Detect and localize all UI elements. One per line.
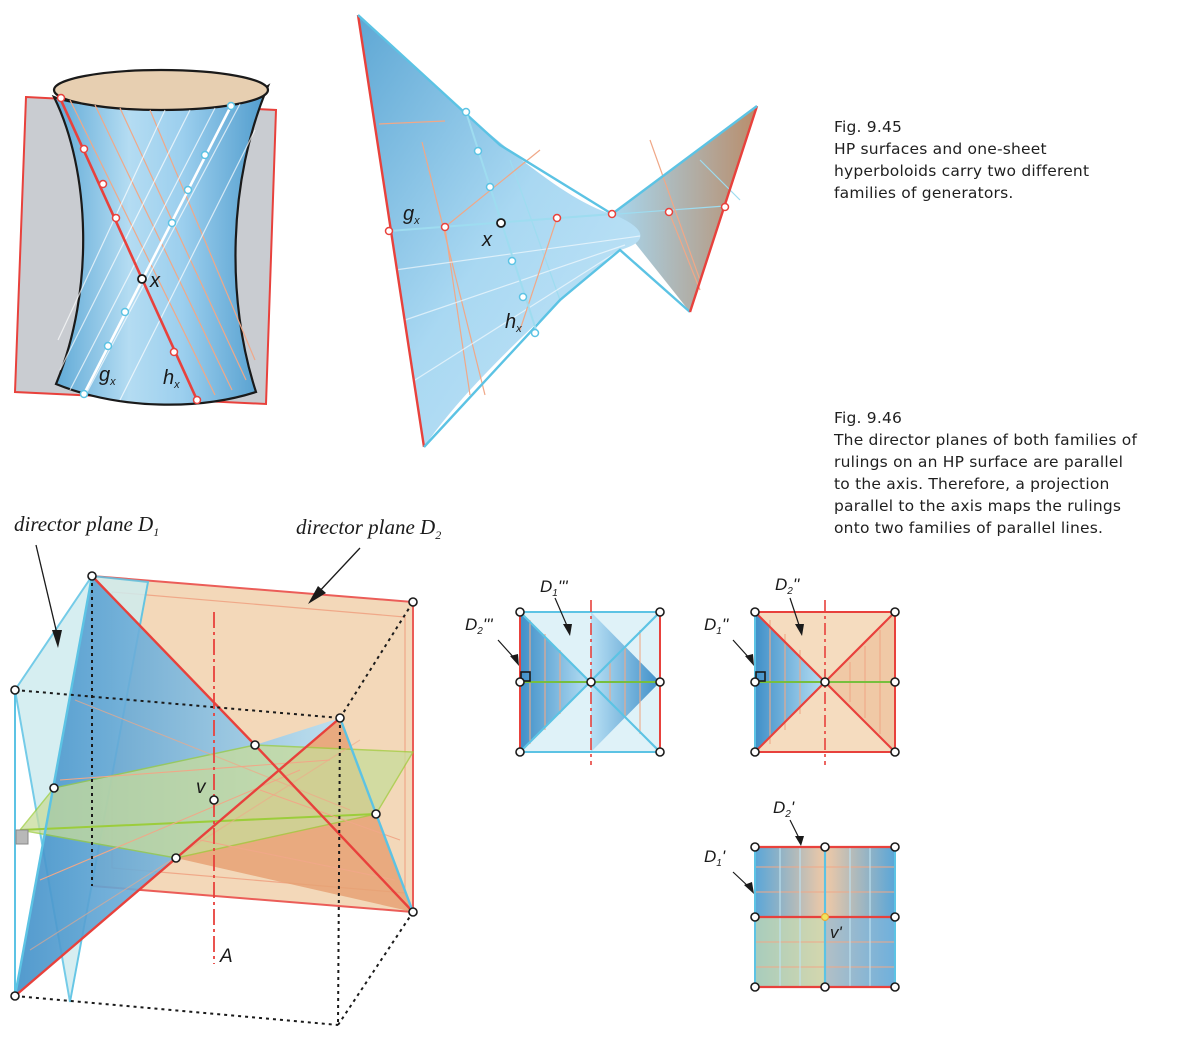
label-h-hyperboloid: hx bbox=[163, 367, 180, 391]
hp-surface-figure: x gx hx bbox=[356, 14, 759, 448]
caption-fig-9-45-line: families of generators. bbox=[834, 184, 1014, 202]
label-h-hp: hx bbox=[505, 311, 522, 335]
label-director-plane-d1: director plane D1 bbox=[14, 512, 159, 539]
cube-rulings bbox=[29, 699, 401, 951]
caption-fig-9-46: Fig. 9.46 The director planes of both fa… bbox=[834, 407, 1137, 539]
hyperboloid-top-rim bbox=[52, 68, 270, 112]
arrow-d2 bbox=[315, 547, 361, 596]
cube-frame bbox=[14, 576, 414, 1026]
label-v: v bbox=[196, 777, 207, 798]
director-planes-figure: v A director plane D1 director plane D2 bbox=[10, 512, 441, 1026]
hp-main-sheet bbox=[358, 15, 641, 447]
label-side-d1: D1''' bbox=[540, 577, 568, 599]
point-x-hp bbox=[496, 218, 506, 228]
label-top-d2: D2' bbox=[773, 798, 795, 820]
caption-fig-9-45-line: HP surfaces and one-sheet bbox=[834, 140, 1047, 158]
hp-edge-top-right bbox=[611, 105, 758, 215]
hp-edge-bottom bbox=[423, 248, 691, 448]
front-view: D2'' D1'' bbox=[704, 575, 900, 765]
label-director-plane-d2: director plane D2 bbox=[296, 515, 441, 542]
caption-fig-9-46-line: onto two families of parallel lines. bbox=[834, 519, 1104, 537]
caption-fig-9-46-line: The director planes of both families of bbox=[834, 431, 1138, 449]
caption-fig-9-46-number: Fig. 9.46 bbox=[834, 409, 903, 427]
label-v-prime: v' bbox=[830, 923, 843, 942]
caption-fig-9-46-line: rulings on an HP surface are parallel bbox=[834, 453, 1124, 471]
top-view: D2' D1' v' bbox=[704, 798, 900, 992]
arrow-d1 bbox=[35, 544, 59, 639]
cube-points bbox=[10, 571, 418, 1001]
caption-fig-9-46-line: parallel to the axis maps the rulings bbox=[834, 497, 1122, 515]
caption-fig-9-46-line: to the axis. Therefore, a projection bbox=[834, 475, 1110, 493]
label-g-hp: gx bbox=[403, 203, 420, 227]
label-x-hyperboloid: x bbox=[149, 270, 161, 292]
caption-fig-9-45-line: hyperboloids carry two different bbox=[834, 162, 1090, 180]
label-side-d2: D2''' bbox=[465, 615, 493, 637]
right-angle-mark bbox=[15, 829, 29, 845]
hyperboloid-figure: x gx hx bbox=[13, 68, 278, 406]
label-g-hyperboloid: gx bbox=[99, 364, 116, 388]
hyperboloid-points bbox=[56, 93, 236, 405]
caption-fig-9-45: Fig. 9.45 HP surfaces and one-sheet hype… bbox=[834, 116, 1089, 204]
caption-fig-9-45-number: Fig. 9.45 bbox=[834, 118, 903, 136]
label-axis-a: A bbox=[219, 946, 233, 967]
side-view: D1''' D2''' bbox=[465, 577, 665, 765]
point-x-hyperboloid bbox=[137, 274, 147, 284]
label-x-hp: x bbox=[481, 229, 493, 251]
label-top-d1: D1' bbox=[704, 847, 726, 869]
label-front-d1: D1'' bbox=[704, 615, 729, 637]
hp-edge-top bbox=[357, 14, 613, 216]
label-front-d2: D2'' bbox=[775, 575, 800, 597]
hp-points bbox=[384, 107, 730, 338]
